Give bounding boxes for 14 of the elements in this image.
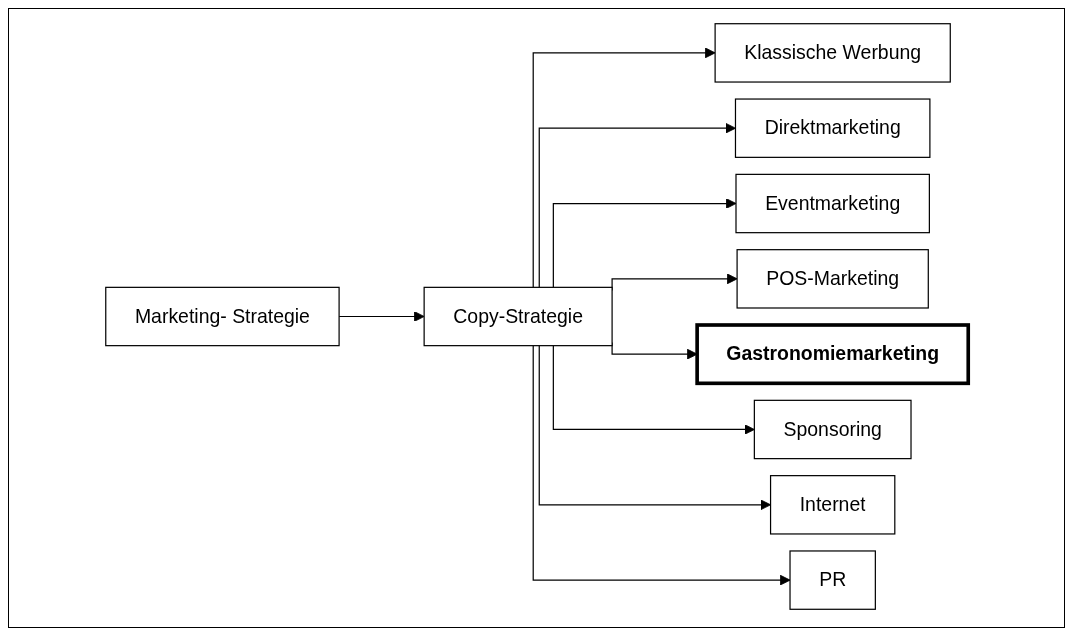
arrow — [538, 122, 736, 288]
node-box: Eventmarketing — [734, 173, 930, 233]
node-box: PR — [788, 549, 876, 610]
arrow — [538, 344, 771, 510]
node-box: Gastronomiemarketing — [694, 322, 970, 385]
node-box: Copy-Strategie — [423, 286, 613, 346]
node-box: POS-Marketing — [736, 248, 929, 309]
node-box: Direktmarketing — [734, 97, 930, 158]
node-box: Klassische Werbung — [714, 22, 951, 83]
arrow — [552, 197, 736, 288]
arrow — [532, 344, 790, 585]
node-box: Sponsoring — [753, 399, 912, 459]
node-box: Marketing- Strategie — [104, 286, 340, 346]
node-box: Internet — [769, 474, 895, 535]
